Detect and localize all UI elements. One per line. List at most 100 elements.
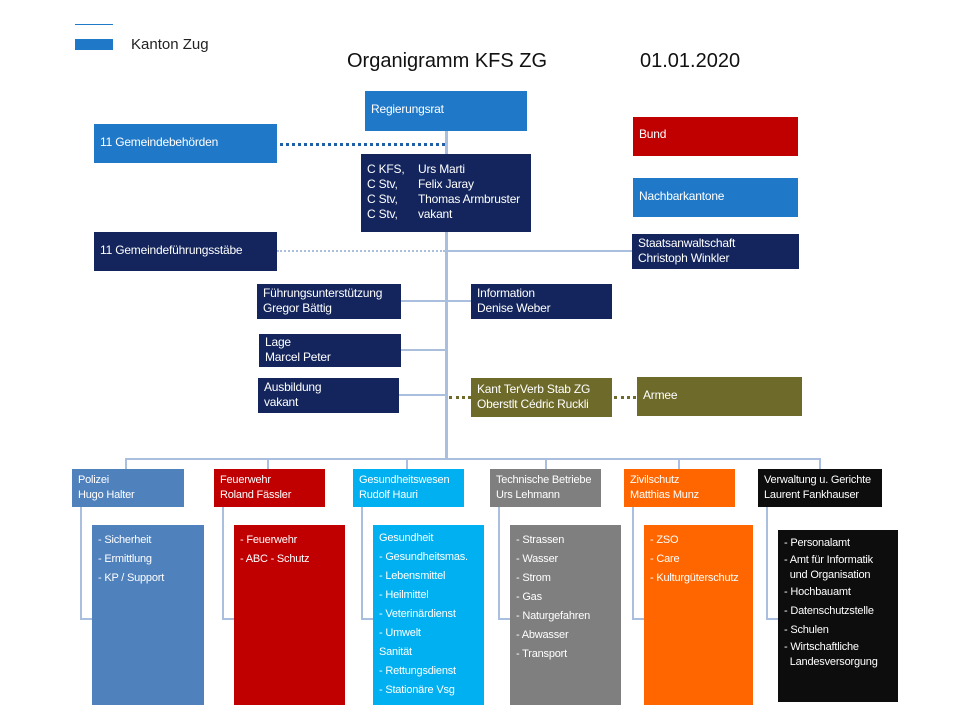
list-item: - Rettungsdienst (379, 665, 456, 677)
dept-title: Feuerwehr (220, 474, 271, 486)
list-item: - ZSO (650, 534, 679, 546)
dept-list-zivilschutz: - ZSO - Care - Kulturgüterschutz (644, 525, 753, 705)
dept-head-name: Urs Lehmann (496, 489, 560, 501)
logo-line (75, 24, 113, 25)
list-item: - Amt für Informatik (784, 554, 873, 566)
regierungsrat-box: Regierungsrat (365, 91, 527, 131)
gemeindefuehrungsstaebe-box: 11 Gemeindeführungsstäbe (94, 232, 277, 271)
staatsanwaltschaft-box: Staatsanwaltschaft Christoph Winkler (632, 234, 799, 269)
exec-row: C Stv, vakant (367, 207, 525, 222)
exec-name: vakant (418, 207, 453, 221)
list-item: - Personalamt (784, 537, 850, 549)
dept-bracket (632, 507, 646, 620)
dept-bracket (498, 507, 512, 620)
list-item: - Veterinärdienst (379, 608, 456, 620)
list-item: - Transport (516, 648, 567, 660)
information-box: Information Denise Weber (471, 284, 612, 319)
information-connector (446, 300, 472, 302)
drop-technik (545, 458, 547, 470)
department-bus-line (125, 458, 821, 460)
dept-bracket (80, 507, 94, 620)
exec-role: C Stv, (367, 192, 398, 206)
dept-list-technische-betriebe: - Strassen - Wasser - Strom - Gas - Natu… (510, 525, 621, 705)
fuehrungsunterstuetzung-box: Führungsunterstützung Gregor Bättig (257, 284, 401, 319)
territorial-head: Oberstlt Cédric Ruckli (477, 397, 589, 411)
drop-zivilschutz (678, 458, 680, 470)
lage-connector (401, 349, 446, 351)
dept-title: Verwaltung u. Gerichte (764, 474, 871, 486)
list-item: - Kulturgüterschutz (650, 572, 739, 584)
exec-name: Urs Marti (418, 162, 465, 176)
dept-bracket (766, 507, 780, 620)
dept-head-name: Hugo Halter (78, 489, 135, 501)
nachbarkantone-box: Nachbarkantone (633, 178, 798, 217)
gemeindebehoerden-dotted-line (280, 143, 445, 146)
exec-role: C KFS, (367, 162, 405, 176)
list-item: - Stationäre Vsg (379, 684, 455, 696)
exec-name: Thomas Armbruster (418, 192, 520, 206)
drop-polizei (125, 458, 127, 470)
fuehrungsunterstuetzung-label: Führungsunterstützung (263, 286, 383, 300)
list-item: - ABC - Schutz (240, 553, 310, 565)
dept-head-name: Matthias Munz (630, 489, 699, 501)
page-date: 01.01.2020 (640, 50, 741, 72)
information-label: Information (477, 286, 535, 300)
dept-list-verwaltung: - Personalamt - Amt für Informatik und O… (778, 530, 898, 702)
list-item: - Gesundheitsmas. (379, 551, 468, 563)
dept-head-name: Laurent Fankhauser (764, 489, 859, 501)
dept-head-technische-betriebe: Technische Betriebe Urs Lehmann (490, 469, 601, 507)
bund-box: Bund (633, 117, 798, 156)
armee-box: Armee (637, 377, 802, 416)
dept-title: Zivilschutz (630, 474, 680, 486)
logo-text: Kanton Zug (131, 36, 209, 53)
dept-head-polizei: Polizei Hugo Halter (72, 469, 184, 507)
dept-bracket (361, 507, 375, 620)
list-item: - Strom (516, 572, 551, 584)
exec-role: C Stv, (367, 177, 398, 191)
list-item: - Feuerwehr (240, 534, 298, 546)
list-item: - Schulen (784, 624, 829, 636)
list-item: Landesversorgung (784, 656, 878, 668)
logo-bar (75, 39, 113, 50)
lage-box: Lage Marcel Peter (259, 334, 401, 367)
main-trunk-line (445, 131, 448, 460)
dept-head-zivilschutz: Zivilschutz Matthias Munz (624, 469, 735, 507)
list-item: Gesundheit (379, 532, 434, 544)
dept-bracket (222, 507, 236, 620)
fuehrung-connector (401, 300, 446, 302)
exec-row: C KFS, Urs Marti (367, 162, 525, 177)
list-item: - Lebensmittel (379, 570, 446, 582)
territorial-dotted-line (449, 396, 471, 399)
list-item: - Wasser (516, 553, 558, 565)
list-item: Sanität (379, 646, 412, 658)
dept-list-feuerwehr: - Feuerwehr - ABC - Schutz (234, 525, 345, 705)
staatsanwaltschaft-label: Staatsanwaltschaft (638, 236, 736, 250)
list-item: - Umwelt (379, 627, 421, 639)
drop-gesundheit (406, 458, 408, 470)
dept-head-verwaltung: Verwaltung u. Gerichte Laurent Fankhause… (758, 469, 882, 507)
dept-title: Gesundheitswesen (359, 474, 450, 486)
dept-title: Polizei (78, 474, 110, 486)
information-head: Denise Weber (477, 301, 551, 315)
list-item: - Strassen (516, 534, 565, 546)
page-title: Organigramm KFS ZG (347, 50, 548, 72)
gemeindebehoerden-box: 11 Gemeindebehörden (94, 124, 277, 163)
list-item: - Ermittlung (98, 553, 152, 565)
exec-row: C Stv, Thomas Armbruster (367, 192, 525, 207)
list-item: - Sicherheit (98, 534, 152, 546)
dept-title: Technische Betriebe (496, 474, 592, 486)
list-item: - Naturgefahren (516, 610, 591, 622)
dept-list-polizei: - Sicherheit - Ermittlung - KP / Support (92, 525, 204, 705)
exec-role: C Stv, (367, 207, 398, 221)
dept-head-feuerwehr: Feuerwehr Roland Fässler (214, 469, 325, 507)
staatsanwaltschaft-connector (446, 250, 632, 252)
dept-head-name: Rudolf Hauri (359, 489, 418, 501)
exec-name: Felix Jaray (418, 177, 474, 191)
list-item: - KP / Support (98, 572, 165, 584)
dept-list-gesundheitswesen: Gesundheit - Gesundheitsmas. - Lebensmit… (373, 525, 484, 705)
list-item: - Care (650, 553, 680, 565)
dept-head-gesundheitswesen: Gesundheitswesen Rudolf Hauri (353, 469, 464, 507)
territorial-label: Kant TerVerb Stab ZG (477, 382, 591, 396)
list-item: - Abwasser (516, 629, 569, 641)
gemeindefuehrung-dotted-line (277, 250, 445, 252)
